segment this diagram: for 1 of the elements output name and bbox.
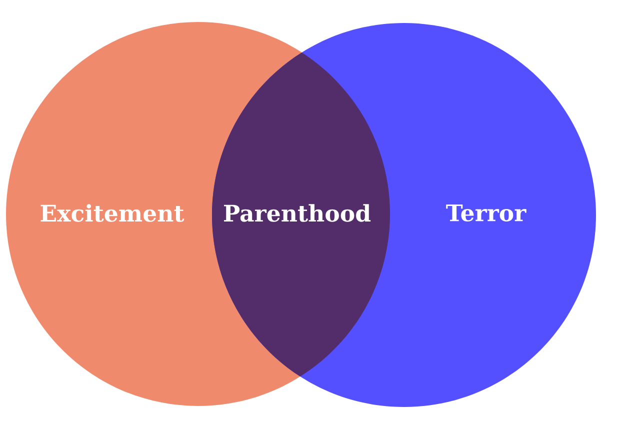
overlap-region: Parenthood — [212, 52, 390, 376]
